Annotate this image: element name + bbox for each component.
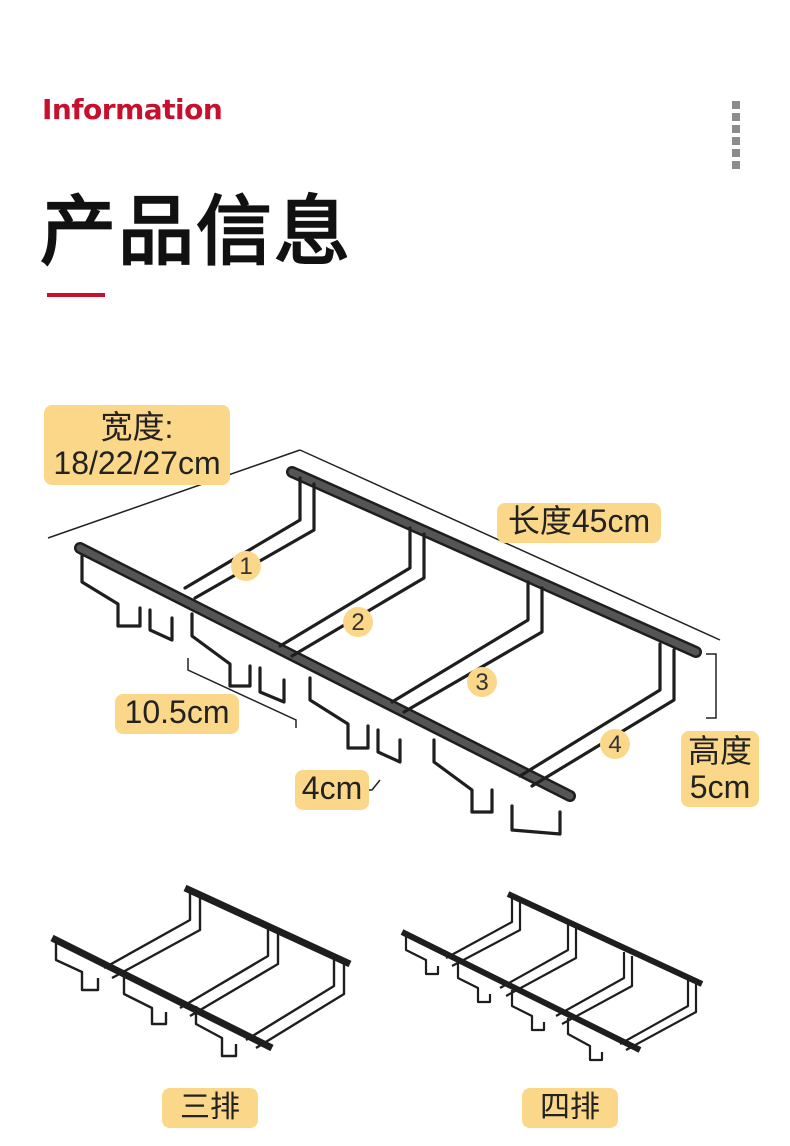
width-tag: 宽度: 18/22/27cm	[44, 405, 230, 485]
rack-frame	[74, 466, 702, 836]
three-row-rack-illustration	[50, 884, 352, 1058]
width-value: 18/22/27cm	[53, 445, 221, 481]
row-spacing-tag: 10.5cm	[115, 694, 239, 734]
section-eyebrow: Information	[42, 93, 223, 126]
width-label: 宽度:	[100, 409, 174, 445]
height-label: 高度	[687, 733, 752, 769]
four-row-label: 四排	[522, 1088, 618, 1128]
title-underline	[47, 293, 105, 297]
height-value: 5cm	[689, 769, 751, 805]
menu-dots-icon	[732, 101, 742, 173]
row-number-markers: 1 2 3 4	[231, 551, 630, 759]
height-tag: 高度 5cm	[681, 731, 759, 807]
page-title: 产品信息	[40, 187, 352, 276]
length-tag: 长度45cm	[497, 503, 661, 543]
slot-width-tag: 4cm	[295, 770, 369, 810]
three-row-label: 三排	[162, 1088, 258, 1128]
four-row-rack-illustration	[400, 891, 704, 1062]
row-number-2: 2	[351, 609, 364, 636]
row-number-1: 1	[239, 553, 252, 580]
row-number-3: 3	[475, 669, 488, 696]
row-number-4: 4	[608, 731, 621, 758]
